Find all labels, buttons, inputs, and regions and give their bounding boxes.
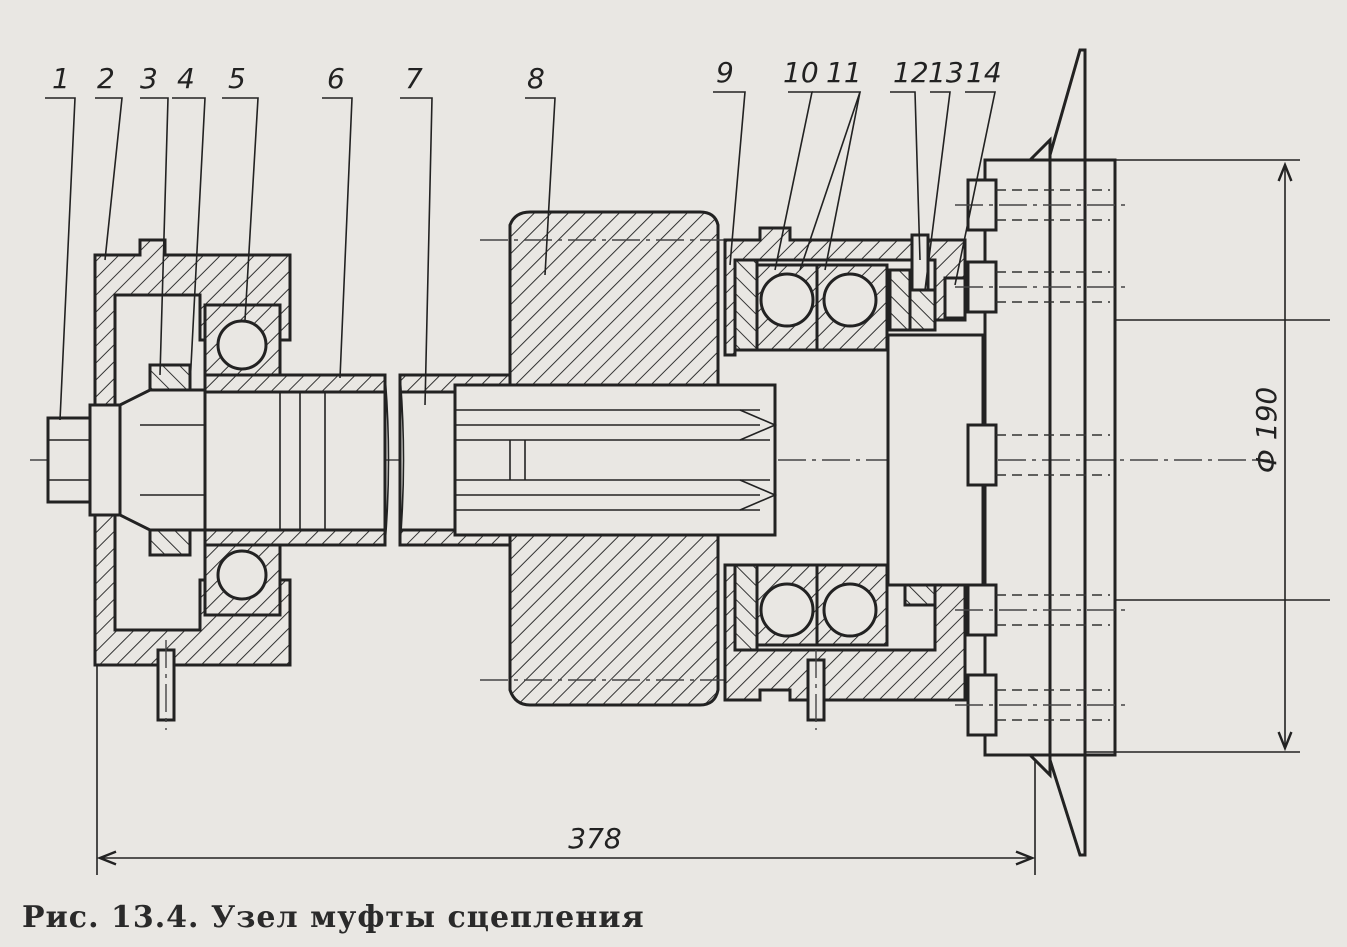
shaft-6 [203, 373, 387, 547]
part-label-14: 14 [966, 56, 1002, 89]
diameter-text: Ф 190 [1250, 387, 1283, 473]
part-label-5: 5 [228, 62, 246, 95]
pulley-8 [480, 210, 760, 707]
housing-right [723, 226, 967, 730]
dimension-diameter: Ф 190 [1085, 159, 1300, 753]
figure-caption: Рис. 13.4. Узел муфты сцепления [22, 900, 645, 935]
bearing-5 [203, 303, 282, 617]
seal-12-13 [888, 233, 937, 607]
part-label-6: 6 [327, 62, 345, 95]
length-text: 378 [568, 822, 621, 855]
dimension-length: 378 [96, 665, 1036, 875]
part-label-1: 1 [52, 62, 70, 95]
part-label-7: 7 [405, 62, 423, 95]
bearing-10-11 [755, 263, 889, 647]
part-label-8: 8 [527, 62, 545, 95]
part-label-4: 4 [177, 62, 195, 95]
part-label-10: 10 [783, 56, 819, 89]
bolts [955, 178, 1130, 737]
leader-lines [45, 91, 996, 421]
flange-plate [983, 48, 1330, 857]
part-label-13: 13 [928, 56, 964, 89]
splined-shaft [453, 383, 778, 537]
seal-9 [733, 258, 759, 652]
hub-3-4 [118, 363, 207, 557]
part-label-2: 2 [97, 62, 115, 95]
part-label-3: 3 [140, 62, 158, 95]
part-number-labels: 1 2 3 4 5 6 7 8 9 10 11 12 13 14 [52, 56, 1002, 95]
part-label-9: 9 [716, 56, 734, 89]
part-label-11: 11 [826, 56, 862, 89]
housing-left [93, 238, 292, 730]
nut-1 [46, 403, 122, 517]
flange-14 [886, 276, 985, 587]
part-label-12: 12 [893, 56, 929, 89]
